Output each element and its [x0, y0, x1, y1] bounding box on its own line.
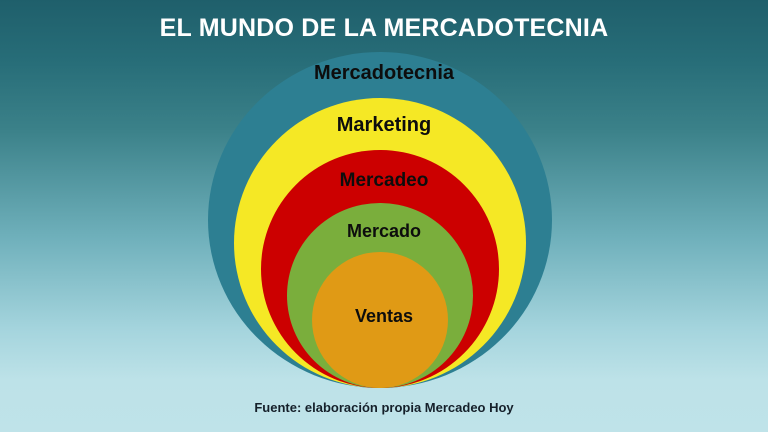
- source-caption: Fuente: elaboración propia Mercadeo Hoy: [254, 400, 514, 415]
- circle-ventas[interactable]: [312, 252, 448, 388]
- slide-title: EL MUNDO DE LA MERCADOTECNIA: [159, 14, 609, 42]
